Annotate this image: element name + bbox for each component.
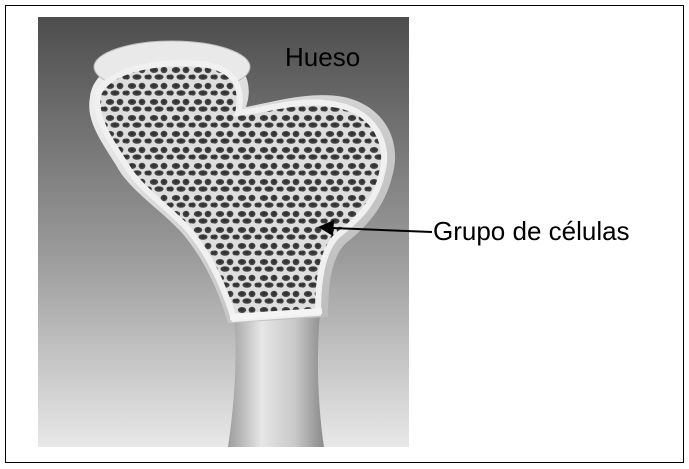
bone-shaft bbox=[228, 313, 324, 447]
bone-illustration bbox=[38, 17, 409, 447]
cell-group-label: Grupo de células bbox=[433, 216, 630, 246]
bone-label: Hueso bbox=[285, 42, 361, 72]
